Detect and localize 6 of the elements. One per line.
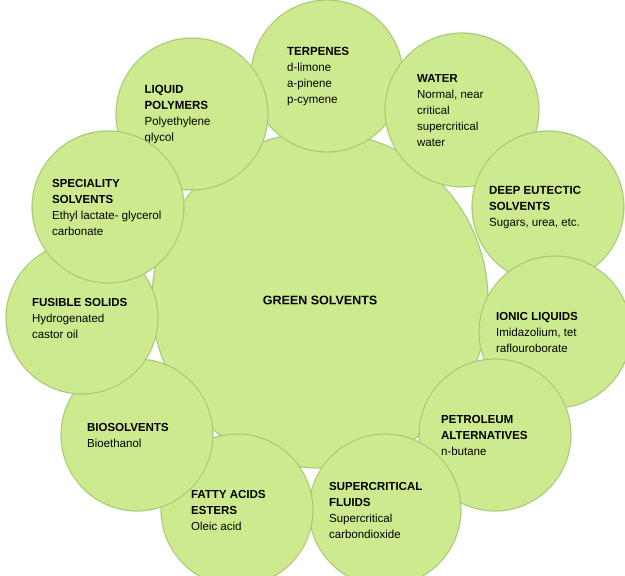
node-label: Supercritical carbondioxide: [329, 514, 400, 538]
node-label: Oleic acid: [192, 522, 241, 530]
node-label: DEEP EUTECTIC SOLVENTS: [489, 186, 581, 210]
node-label: Imidazolium, tet raflouroborate: [496, 328, 576, 352]
node-label: Sugars, urea, etc.: [490, 218, 579, 228]
node-label: IONIC LIQUIDS: [496, 312, 578, 322]
